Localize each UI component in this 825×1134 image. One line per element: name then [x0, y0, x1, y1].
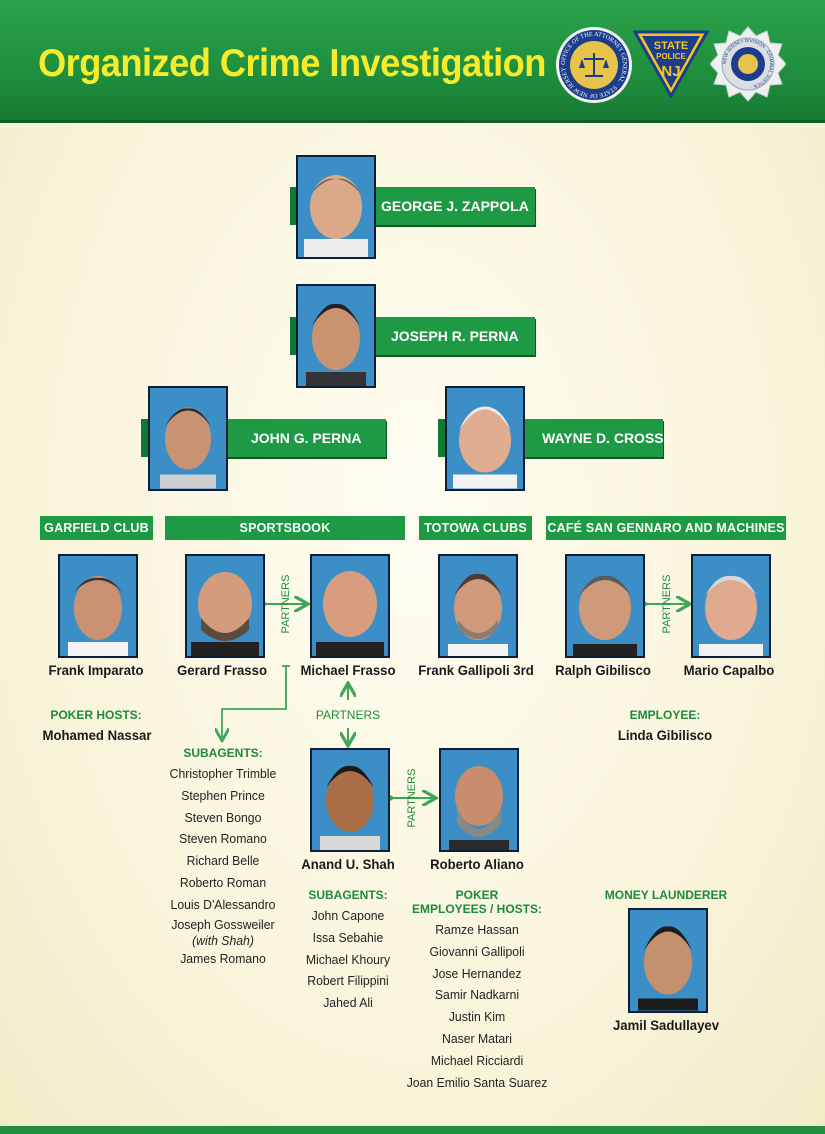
list-item: Naser Matari: [442, 1030, 512, 1046]
list-item: Michael Khoury: [305, 951, 391, 967]
list-item: Issa Sebahie: [312, 929, 384, 945]
list-item: Roberto Roman: [179, 874, 267, 890]
attorney-general-seal-icon: OFFICE OF THE ATTORNEY GENERAL · STATE O…: [554, 21, 633, 104]
list-item: Joan Emilio Santa Suarez: [406, 1074, 548, 1090]
section-cafe-san-gennaro: CAFÉ SAN GENNARO AND MACHINES: [546, 516, 786, 540]
partners-label-michael-shah: PARTNERS: [315, 708, 381, 722]
state-police-badge-icon: STATE POLICE NJ: [632, 30, 710, 100]
svg-text:POLICE: POLICE: [656, 52, 686, 61]
list-item: Ramze Hassan: [435, 922, 519, 937]
list-item: Steven Bongo: [184, 809, 262, 825]
page-title: Organized Crime Investigation: [38, 42, 546, 85]
list-item: Samir Nadkarni: [434, 987, 520, 1003]
subagents-left-list: Christopher Trimble Stephen Prince Steve…: [148, 763, 298, 970]
label-line: POKER: [455, 888, 499, 902]
name-michael-frasso: Michael Frasso: [300, 662, 396, 678]
list-item: Richard Belle: [186, 853, 260, 869]
list-note: (with Shah): [192, 932, 254, 948]
label-subagents-shah: SUBAGENTS:: [308, 888, 388, 902]
name-jamil-sadullayev: Jamil Sadullayev: [612, 1017, 720, 1033]
list-item: Jose Hernandez: [432, 965, 522, 981]
list-item: Christopher Trimble: [169, 766, 277, 781]
name-gerard-frasso: Gerard Frasso: [177, 662, 267, 678]
section-totowa-clubs: TOTOWA CLUBS: [419, 516, 532, 540]
list-item: Stephen Prince: [181, 787, 265, 803]
label-poker-employees: POKER EMPLOYEES / HOSTS:: [402, 888, 552, 916]
photo-anand-shah: [310, 748, 390, 852]
label-line: EMPLOYEES / HOSTS:: [411, 902, 543, 916]
list-item: Robert Filippini: [307, 973, 389, 989]
name-roberto-aliano: Roberto Aliano: [430, 856, 524, 872]
footer-bar: [0, 1126, 825, 1134]
list-item: Steven Romano: [179, 831, 267, 847]
list-item: Jahed Ali: [323, 995, 373, 1011]
leader-name: JOSEPH R. PERNA: [391, 328, 519, 344]
list-item: James Romano: [180, 950, 266, 966]
photo-george-zappola: [296, 155, 376, 259]
poker-employees-list: Ramze Hassan Giovanni Gallipoli Jose Her…: [392, 919, 562, 1093]
photo-frank-gallipoli: [438, 554, 518, 658]
list-item: John Capone: [311, 908, 385, 923]
label-subagents-left: SUBAGENTS:: [183, 746, 263, 760]
subagents-shah-list: John Capone Issa Sebahie Michael Khoury …: [278, 905, 418, 1014]
name-frank-gallipoli: Frank Gallipoli 3rd: [418, 662, 534, 678]
list-item: Justin Kim: [448, 1009, 506, 1025]
photo-gerard-frasso: [185, 554, 265, 658]
photo-mario-capalbo: [691, 554, 771, 658]
label-poker-hosts: POKER HOSTS:: [50, 708, 142, 722]
name-linda-gibilisco: Linda Gibilisco: [617, 727, 713, 743]
leader-name: JOHN G. PERNA: [251, 430, 362, 446]
criminal-justice-seal-icon: NEW JERSEY DIVISION · CRIMINAL JUSTICE ·: [709, 26, 787, 102]
list-item: Michael Ricciardi: [430, 1052, 524, 1068]
photo-wayne-cross: [445, 386, 525, 491]
photo-jamil-sadullayev: [628, 908, 708, 1013]
list-item: Louis D'Alessandro: [170, 896, 276, 912]
section-garfield-club: GARFIELD CLUB: [40, 516, 153, 540]
leader-name: GEORGE J. ZAPPOLA: [381, 198, 529, 214]
svg-text:STATE: STATE: [654, 40, 688, 52]
section-sportsbook: SPORTSBOOK: [165, 516, 405, 540]
photo-michael-frasso: [310, 554, 390, 658]
name-mario-capalbo: Mario Capalbo: [683, 662, 775, 678]
photo-joseph-perna: [296, 284, 376, 388]
leader-name: WAYNE D. CROSS: [542, 430, 664, 446]
list-item: Giovanni Gallipoli: [429, 943, 525, 959]
header-banner: Organized Crime Investigation OFFICE OF …: [0, 0, 825, 123]
partners-label-gibilisco: PARTNERS: [661, 574, 673, 634]
partners-label-frasso: PARTNERS: [280, 574, 292, 634]
list-item: Joseph Gossweiler: [171, 916, 275, 932]
name-anand-shah: Anand U. Shah: [301, 856, 395, 872]
name-ralph-gibilisco: Ralph Gibilisco: [555, 662, 651, 678]
partners-label-shah-aliano: PARTNERS: [406, 768, 418, 828]
photo-roberto-aliano: [439, 748, 519, 852]
label-employee: EMPLOYEE:: [629, 708, 701, 722]
photo-john-perna: [148, 386, 228, 491]
label-money-launderer: MONEY LAUNDERER: [604, 888, 728, 902]
svg-text:NJ: NJ: [661, 63, 680, 80]
name-frank-imparato: Frank Imparato: [48, 662, 144, 678]
photo-frank-imparato: [58, 554, 138, 658]
name-mohamed-nassar: Mohamed Nassar: [42, 727, 152, 743]
photo-ralph-gibilisco: [565, 554, 645, 658]
